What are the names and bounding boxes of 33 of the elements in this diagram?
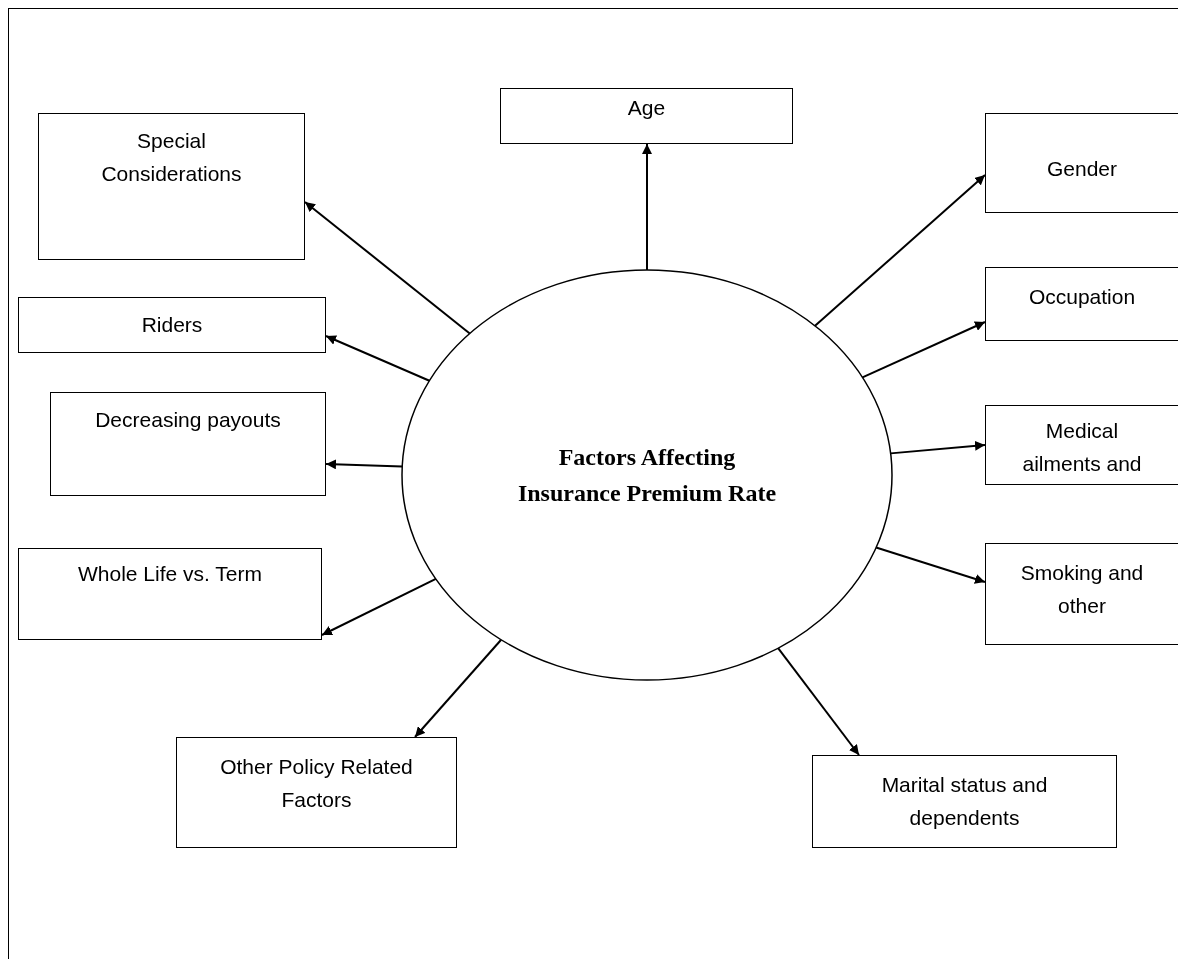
factor-box [50, 392, 326, 496]
arrow [325, 335, 431, 382]
arrow [861, 321, 986, 379]
arrow [814, 174, 986, 327]
factor-label: Whole Life vs. Term [78, 561, 262, 587]
factor-label: Age [627, 95, 666, 121]
factor-box [812, 755, 1117, 848]
arrow [777, 647, 860, 756]
factor-label: Gender [1046, 156, 1117, 182]
factor-box [985, 267, 1178, 341]
arrow [889, 440, 986, 455]
factor-label: Decreasing payouts [95, 407, 281, 433]
factor-box [500, 88, 793, 144]
factor-box [38, 113, 305, 260]
arrow [321, 577, 437, 636]
factor-box [18, 297, 326, 353]
arrow [642, 143, 652, 271]
factor-label: Occupation [1028, 284, 1136, 310]
arrow [304, 201, 471, 335]
factor-label: Riders [141, 312, 203, 338]
factor-box [18, 548, 322, 640]
factor-label: Marital status and dependents [880, 772, 1049, 831]
factor-box [985, 543, 1178, 645]
factor-label: Other Policy Related Factors [219, 754, 414, 813]
factor-box [176, 737, 457, 848]
factor-box [985, 405, 1178, 485]
arrow [875, 546, 986, 584]
ellipse-title: Factors Affecting Insurance Premium Rate [516, 443, 778, 508]
factor-label: Medical ailments and [1021, 418, 1143, 477]
factor-label: Special Considerations [100, 128, 243, 187]
factor-label: Smoking and other [1019, 560, 1145, 619]
arrow [414, 638, 503, 738]
factor-box [985, 113, 1178, 213]
